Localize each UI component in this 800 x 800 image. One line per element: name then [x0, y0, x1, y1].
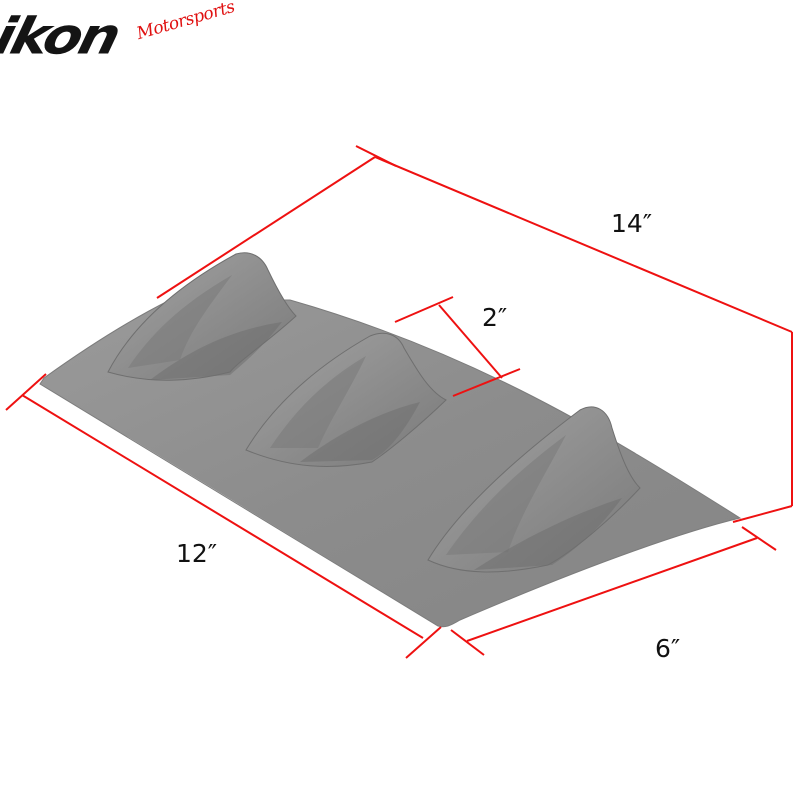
dim-6-line [466, 537, 758, 642]
dim-12-tick-left [5, 373, 47, 411]
dim-label-length: 14″ [611, 209, 653, 238]
dim-14-return [732, 505, 793, 523]
fin-3 [427, 406, 641, 573]
dim-2-line [438, 304, 503, 379]
dim-2-tick-bottom [452, 368, 521, 397]
dim-2-tick-top [394, 296, 454, 323]
dim-label-front-width: 12″ [176, 539, 218, 568]
fin-1 [107, 252, 297, 381]
dimension-lines [5, 145, 793, 659]
dim-12-tick-right [405, 626, 442, 659]
dim-6-tick-right [741, 526, 777, 551]
dim-top-extension [156, 156, 376, 299]
dim-label-side-depth: 6″ [655, 634, 681, 663]
dim-14-line [374, 156, 793, 333]
dim-6-tick-left [450, 629, 485, 656]
dim-label-fin-height: 2″ [482, 303, 508, 332]
fin-2 [245, 332, 447, 467]
dim-12-line [21, 394, 424, 639]
